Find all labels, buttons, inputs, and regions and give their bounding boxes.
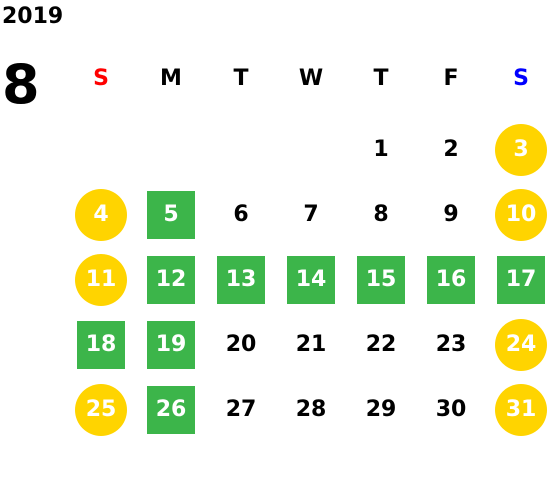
- day-cell[interactable]: 3: [495, 124, 547, 176]
- day-cell[interactable]: 2: [443, 137, 459, 162]
- weekday-label: W: [298, 66, 324, 91]
- weekday-label: T: [373, 66, 389, 91]
- day-cell[interactable]: 6: [233, 202, 249, 227]
- day-cell[interactable]: 16: [427, 256, 475, 304]
- day-cell[interactable]: 24: [495, 319, 547, 371]
- day-cell[interactable]: 20: [225, 332, 257, 357]
- day-cell[interactable]: 29: [365, 397, 397, 422]
- day-cell[interactable]: 17: [497, 256, 545, 304]
- day-cell[interactable]: 25: [75, 384, 127, 436]
- day-cell[interactable]: 10: [495, 189, 547, 241]
- day-cell[interactable]: 4: [75, 189, 127, 241]
- weekday-label: S: [93, 66, 109, 91]
- day-cell[interactable]: 1: [373, 137, 389, 162]
- day-cell[interactable]: 23: [435, 332, 467, 357]
- day-cell[interactable]: 26: [147, 386, 195, 434]
- month-label: 8: [2, 53, 40, 116]
- day-cell[interactable]: 5: [147, 191, 195, 239]
- weekday-label: T: [233, 66, 249, 91]
- day-cell[interactable]: 18: [77, 321, 125, 369]
- day-cell[interactable]: 27: [225, 397, 257, 422]
- weekday-label: M: [160, 66, 182, 91]
- day-cell[interactable]: 7: [303, 202, 319, 227]
- day-cell[interactable]: 28: [295, 397, 327, 422]
- weekday-label: S: [513, 66, 529, 91]
- year-label: 2019: [2, 4, 64, 29]
- day-cell[interactable]: 11: [75, 254, 127, 306]
- day-cell[interactable]: 21: [295, 332, 327, 357]
- day-cell[interactable]: 22: [365, 332, 397, 357]
- day-cell[interactable]: 31: [495, 384, 547, 436]
- day-cell[interactable]: 9: [443, 202, 459, 227]
- weekday-label: F: [443, 66, 459, 91]
- day-cell[interactable]: 15: [357, 256, 405, 304]
- day-cell[interactable]: 14: [287, 256, 335, 304]
- day-cell[interactable]: 12: [147, 256, 195, 304]
- day-cell[interactable]: 13: [217, 256, 265, 304]
- day-cell[interactable]: 8: [373, 202, 389, 227]
- day-cell[interactable]: 19: [147, 321, 195, 369]
- day-cell[interactable]: 30: [435, 397, 467, 422]
